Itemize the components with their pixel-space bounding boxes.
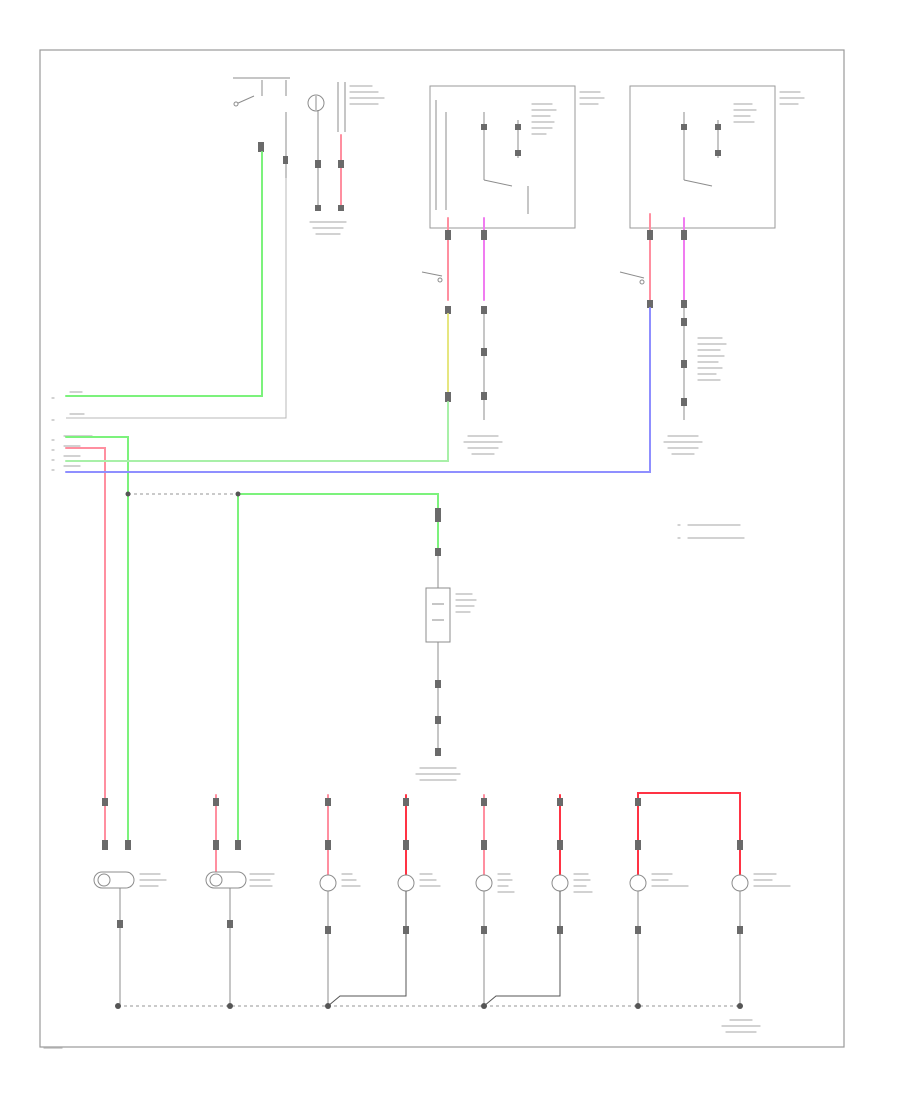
splice-icon (125, 491, 131, 497)
lamp-icon (319, 874, 337, 892)
center-relay-module (421, 85, 605, 455)
ground-label (463, 435, 503, 455)
center-branch (125, 491, 477, 841)
lamp-icon (629, 874, 647, 892)
connector-label (697, 337, 727, 381)
right-relay-module (619, 85, 805, 455)
lamp-icon (93, 871, 135, 889)
lamp-icon (475, 874, 493, 892)
lamp-icon (205, 871, 247, 889)
switch-icon (437, 277, 443, 283)
fuse-icon (307, 94, 325, 112)
ground-icon (737, 1003, 743, 1009)
lamp-label (139, 873, 791, 893)
legend (677, 524, 745, 539)
component-label (415, 593, 477, 781)
module-label (733, 91, 805, 123)
ground-label (663, 435, 703, 455)
switch-icon (639, 279, 645, 285)
component-label (349, 85, 385, 105)
ground-label (309, 221, 347, 235)
switch-icon (483, 179, 513, 187)
bottom-lamps (93, 792, 791, 1033)
connector-icon (258, 142, 264, 152)
switch-icon (683, 179, 713, 187)
lamp-icon (731, 874, 749, 892)
top-switch-group (233, 77, 385, 235)
harness-label (51, 391, 93, 471)
ground-label (721, 1019, 761, 1033)
diagram-frame (39, 49, 845, 1048)
lamp-icon (397, 874, 415, 892)
module-label (531, 91, 605, 135)
lamp-icon (551, 874, 569, 892)
lamp-icon (425, 587, 451, 643)
left-harness (51, 151, 651, 841)
switch-icon (235, 95, 255, 105)
